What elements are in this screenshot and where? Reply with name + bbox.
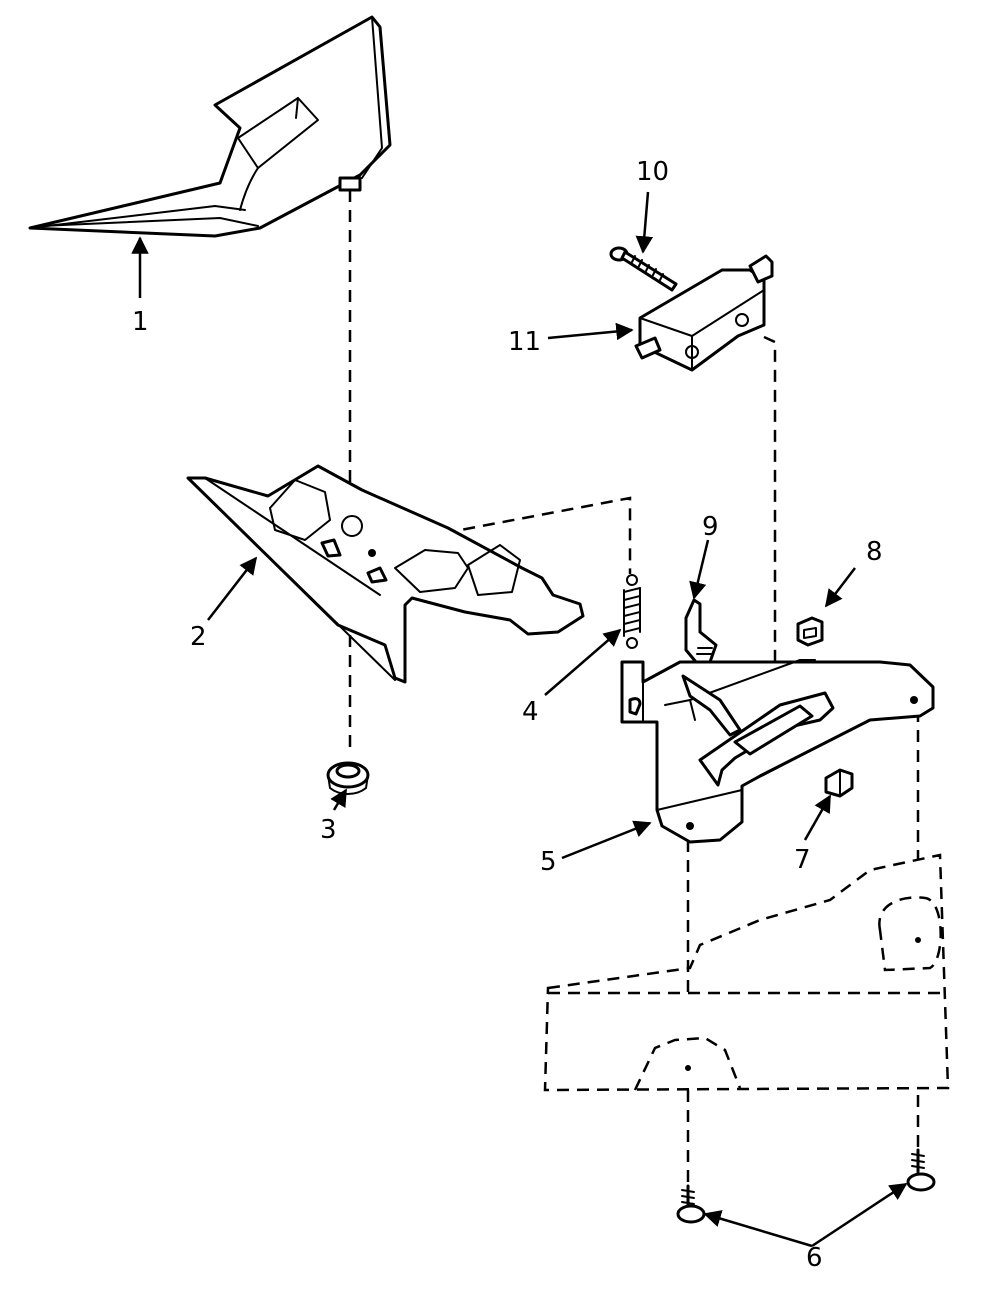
- part-6-screws: [676, 1148, 936, 1224]
- callout-7: 7: [794, 845, 811, 875]
- callout-2: 2: [190, 622, 207, 652]
- part-10-screw: [609, 246, 678, 292]
- callout-8: 8: [866, 537, 883, 567]
- part-4-spring: [623, 574, 641, 649]
- part-1-cover: [28, 15, 392, 238]
- callout-10: 10: [636, 157, 669, 187]
- callout-9: 9: [702, 512, 719, 542]
- callout-1: 1: [132, 307, 149, 337]
- leader-arrows: [131, 191, 908, 1248]
- housing-outline: [543, 853, 950, 1092]
- part-5-bracket: [620, 659, 935, 844]
- part-2-plate: [186, 464, 585, 684]
- callout-6: 6: [806, 1243, 823, 1273]
- part-11-switch: [634, 254, 774, 372]
- part-3-washer: [326, 761, 370, 795]
- callout-labels: 1 2 3 4 5 6 7 8 9 10 11: [132, 157, 883, 1273]
- part-9-lever: [684, 598, 718, 664]
- callout-5: 5: [540, 847, 557, 877]
- callout-4: 4: [522, 697, 539, 727]
- callout-3: 3: [320, 815, 337, 845]
- part-8-nut: [796, 616, 824, 647]
- callout-11: 11: [508, 327, 541, 357]
- part-7-clip: [824, 768, 854, 798]
